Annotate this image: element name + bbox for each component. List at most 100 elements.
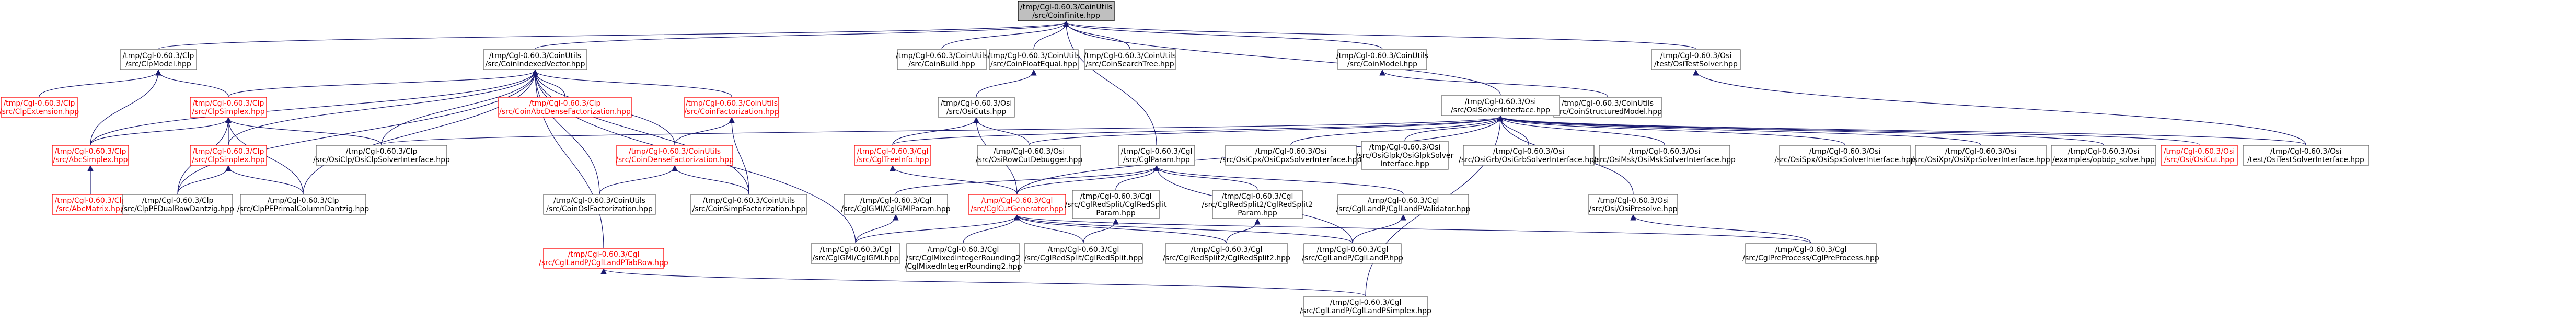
graph-node-osiclpsolver[interactable]: /tmp/Cgl-0.60.3/Clp/src/OsiClp/OsiClpSol… bbox=[313, 145, 450, 166]
graph-node-osispx[interactable]: /tmp/Cgl-0.60.3/Osi/src/OsiSpx/OsiSpxSol… bbox=[1775, 145, 1915, 166]
graph-node-osicpx[interactable]: /tmp/Cgl-0.60.3/Osi/src/OsiCpx/OsiCpxSol… bbox=[1220, 145, 1362, 166]
dependency-edge bbox=[1500, 117, 1981, 145]
graph-node-box bbox=[240, 194, 366, 215]
dependency-edge bbox=[1290, 117, 1500, 145]
graph-node-label: /tmp/Cgl-0.60.3/CoinUtils bbox=[489, 52, 581, 60]
graph-node-label: /tmp/Cgl-0.60.3/Osi bbox=[1255, 147, 1327, 156]
graph-node-label: /tmp/Cgl-0.60.3/Clp bbox=[193, 147, 264, 156]
graph-node-root[interactable]: /tmp/Cgl-0.60.3/CoinUtils/src/CoinFinite… bbox=[1018, 1, 1115, 21]
graph-node-label: /tmp/Cgl-0.60.3/Osi bbox=[1598, 197, 1669, 205]
graph-node-box bbox=[1118, 145, 1195, 166]
graph-node-cgllandp[interactable]: /tmp/Cgl-0.60.3/Cgl/src/CglLandP/CglLand… bbox=[1302, 243, 1403, 264]
graph-node-cglparam[interactable]: /tmp/Cgl-0.60.3/Cgl/src/CglParam.hpp bbox=[1118, 145, 1195, 166]
graph-node-pprimalcol[interactable]: /tmp/Cgl-0.60.3/Clp/src/ClpPEPrimalColum… bbox=[237, 194, 369, 215]
graph-node-abcmatrix: /tmp/Cgl-0.60.3/Clp/src/AbcMatrix.hpp bbox=[52, 194, 129, 215]
dependency-edge bbox=[855, 215, 1017, 244]
dependency-edge bbox=[228, 71, 535, 145]
graph-node-label: /tmp/Cgl-0.60.3/Osi bbox=[941, 99, 1012, 108]
graph-node-label: /src/CglLandP/CglLandPSimplex.hpp bbox=[1300, 307, 1431, 315]
graph-node-label: /tmp/Cgl-0.60.3/Osi bbox=[1945, 147, 2017, 156]
graph-node-label: /examples/opbdp_solve.hpp bbox=[2052, 156, 2155, 164]
graph-node-box bbox=[811, 243, 900, 264]
graph-node-coinmodel[interactable]: /tmp/Cgl-0.60.3/CoinUtils/src/CoinModel.… bbox=[1336, 49, 1428, 70]
graph-node-redsplitparam[interactable]: /tmp/Cgl-0.60.3/Cgl/src/CglRedSplit/CglR… bbox=[1065, 190, 1167, 219]
graph-node-osisolverinterface[interactable]: /tmp/Cgl-0.60.3/Osi/src/OsiSolverInterfa… bbox=[1441, 95, 1560, 116]
graph-node-label: /tmp/Cgl-0.60.3/Osi bbox=[1369, 143, 1441, 152]
graph-node-label: /tmp/Cgl-0.60.3/Cgl bbox=[1048, 246, 1119, 254]
dependency-edge bbox=[674, 118, 732, 145]
graph-node-coinbuild[interactable]: /tmp/Cgl-0.60.3/CoinUtils/src/CoinBuild.… bbox=[896, 49, 988, 70]
graph-node-label: /src/CglRedSplit/CglRedSplit.hpp bbox=[1024, 254, 1142, 262]
graph-node-preprocess[interactable]: /tmp/Cgl-0.60.3/Cgl/src/CglPreProcess/Cg… bbox=[1742, 243, 1879, 264]
graph-node-ositestsolver[interactable]: /tmp/Cgl-0.60.3/Osi/test/OsiTestSolver.h… bbox=[1651, 49, 1741, 70]
graph-node-label: /tmp/Cgl-0.60.3/Cgl bbox=[1330, 298, 1402, 307]
graph-node-box bbox=[498, 97, 632, 118]
graph-node-osixpr[interactable]: /tmp/Cgl-0.60.3/Osi/src/OsiXpr/OsiXprSol… bbox=[1911, 145, 2050, 166]
graph-node-label: /tmp/Cgl-0.60.3/CoinUtils bbox=[629, 147, 721, 156]
graph-node-label: /tmp/Cgl-0.60.3/CoinUtils bbox=[686, 99, 778, 108]
graph-node-box bbox=[616, 145, 733, 166]
graph-node-clpextension: /tmp/Cgl-0.60.3/Clp/src/ClpExtension.hpp bbox=[0, 97, 79, 118]
graph-node-label: /tmp/Cgl-0.60.3/Clp bbox=[123, 52, 194, 60]
dependency-edge bbox=[39, 71, 158, 97]
dependency-edge bbox=[535, 71, 565, 97]
graph-node-label: /src/ClpExtension.hpp bbox=[0, 108, 79, 116]
graph-node-box bbox=[1361, 141, 1449, 170]
graph-node-osiglpk[interactable]: /tmp/Cgl-0.60.3/Osi/src/OsiGlpk/OsiGlpkS… bbox=[1356, 141, 1454, 170]
dependency-edge bbox=[1066, 22, 1383, 50]
graph-node-label: /src/CoinOslFactorization.hpp bbox=[546, 205, 653, 213]
graph-node-label: /tmp/Cgl-0.60.3/Cgl bbox=[1775, 246, 1847, 254]
graph-node-label: /tmp/Cgl-0.60.3/CoinUtils bbox=[988, 52, 1080, 60]
graph-node-pdualrow[interactable]: /tmp/Cgl-0.60.3/Clp/src/ClpPEDualRowDant… bbox=[121, 194, 234, 215]
graph-node-cglgmiparam[interactable]: /tmp/Cgl-0.60.3/Cgl/src/CglGMI/CglGMIPar… bbox=[841, 194, 951, 215]
graph-node-coinoslfact[interactable]: /tmp/Cgl-0.60.3/CoinUtils/src/CoinOslFac… bbox=[543, 194, 656, 215]
graph-node-landpvalidator[interactable]: /tmp/Cgl-0.60.3/Cgl/src/CglLandP/CglLand… bbox=[1336, 194, 1471, 215]
graph-node-mixedint2[interactable]: /tmp/Cgl-0.60.3/Cgl/src/CglMixedIntegerR… bbox=[905, 243, 1022, 272]
dependency-edge bbox=[228, 71, 535, 97]
graph-node-coinsimpfact[interactable]: /tmp/Cgl-0.60.3/CoinUtils/src/CoinSimpFa… bbox=[690, 194, 807, 215]
graph-node-clpmodel[interactable]: /tmp/Cgl-0.60.3/Clp/src/ClpModel.hpp bbox=[120, 49, 197, 70]
graph-node-indexedvector[interactable]: /tmp/Cgl-0.60.3/CoinUtils/src/CoinIndexe… bbox=[483, 49, 587, 70]
graph-node-box bbox=[844, 194, 948, 215]
graph-node-label: /tmp/Cgl-0.60.3/Clp bbox=[193, 99, 264, 108]
graph-node-label: /tmp/Cgl-0.60.3/Clp bbox=[55, 147, 126, 156]
graph-node-structuredmodel[interactable]: /tmp/Cgl-0.60.3/CoinUtils/src/CoinStruct… bbox=[1553, 97, 1662, 118]
graph-node-box bbox=[190, 145, 267, 166]
graph-node-label: /tmp/Cgl-0.60.3/Clp bbox=[346, 147, 418, 156]
graph-node-landpsimplex[interactable]: /tmp/Cgl-0.60.3/Cgl/src/CglLandP/CglLand… bbox=[1300, 296, 1431, 317]
graph-node-osipresolve[interactable]: /tmp/Cgl-0.60.3/Osi/src/Osi/OsiPresolve.… bbox=[1588, 194, 1678, 215]
graph-node-searchtree[interactable]: /tmp/Cgl-0.60.3/CoinUtils/src/CoinSearch… bbox=[1084, 49, 1176, 70]
graph-node-osigrb[interactable]: /tmp/Cgl-0.60.3/Osi/src/OsiGrb/OsiGrbSol… bbox=[1459, 145, 1599, 166]
graph-node-redsplit2[interactable]: /tmp/Cgl-0.60.3/Cgl/src/CglRedSplit2/Cgl… bbox=[1163, 243, 1290, 264]
graph-node-ositestsolveriface[interactable]: /tmp/Cgl-0.60.3/Osi/test/OsiTestSolverIn… bbox=[2243, 145, 2369, 166]
graph-node-landptabrow: /tmp/Cgl-0.60.3/Cgl/src/CglLandP/CglLand… bbox=[539, 248, 668, 269]
graph-node-label: /test/OsiTestSolverInterface.hpp bbox=[2247, 156, 2364, 164]
graph-node-label: /src/CglRedSplit2/CglRedSplit2 bbox=[1202, 201, 1313, 209]
graph-node-label: /src/OsiCpx/OsiCpxSolverInterface.hpp bbox=[1220, 156, 1362, 164]
graph-node-redsplit[interactable]: /tmp/Cgl-0.60.3/Cgl/src/CglRedSplit/CglR… bbox=[1024, 243, 1143, 264]
graph-node-redsplit2param[interactable]: /tmp/Cgl-0.60.3/Cgl/src/CglRedSplit2/Cgl… bbox=[1202, 190, 1313, 219]
graph-node-label: /tmp/Cgl-0.60.3/Cgl bbox=[820, 246, 892, 254]
dependency-edge bbox=[381, 71, 535, 145]
graph-node-floatequal[interactable]: /tmp/Cgl-0.60.3/CoinUtils/src/CoinFloatE… bbox=[988, 49, 1080, 70]
graph-node-rowcutdebugger[interactable]: /tmp/Cgl-0.60.3/Osi/src/OsiRowCutDebugge… bbox=[976, 145, 1083, 166]
graph-node-cglgmi[interactable]: /tmp/Cgl-0.60.3/Cgl/src/CglGMI/CglGMI.hp… bbox=[811, 243, 900, 264]
graph-node-example[interactable]: /tmp/Cgl-0.60.3/Osi/examples/opbdp_solve… bbox=[2051, 145, 2156, 166]
graph-node-box bbox=[2161, 145, 2238, 166]
graph-node-osimsk[interactable]: /tmp/Cgl-0.60.3/Osi/src/OsiMsk/OsiMskSol… bbox=[1593, 145, 1736, 166]
graph-node-label: /tmp/Cgl-0.60.3/CoinUtils bbox=[896, 52, 988, 60]
graph-node-osicuts[interactable]: /tmp/Cgl-0.60.3/Osi/src/OsiCuts.hpp bbox=[938, 97, 1015, 118]
graph-node-label: /src/OsiSolverInterface.hpp bbox=[1451, 106, 1550, 114]
graph-node-box bbox=[122, 194, 233, 215]
graph-node-label: /tmp/Cgl-0.60.3/Osi bbox=[994, 147, 1065, 156]
graph-node-box bbox=[1084, 49, 1176, 70]
graph-node-label: Param.hpp bbox=[1238, 209, 1277, 217]
dependency-edge bbox=[1500, 117, 1665, 145]
graph-node-cutgenerator: /tmp/Cgl-0.60.3/Cgl/src/CglCutGenerator.… bbox=[968, 194, 1066, 215]
graph-node-label: /src/CglGMI/CglGMIParam.hpp bbox=[841, 205, 950, 213]
graph-node-box bbox=[543, 248, 664, 269]
dependency-edge bbox=[535, 71, 732, 97]
dependency-edge bbox=[892, 117, 1500, 145]
graph-node-label: /tmp/Cgl-0.60.3/Cgl bbox=[981, 197, 1053, 205]
graph-node-box bbox=[1018, 1, 1115, 21]
